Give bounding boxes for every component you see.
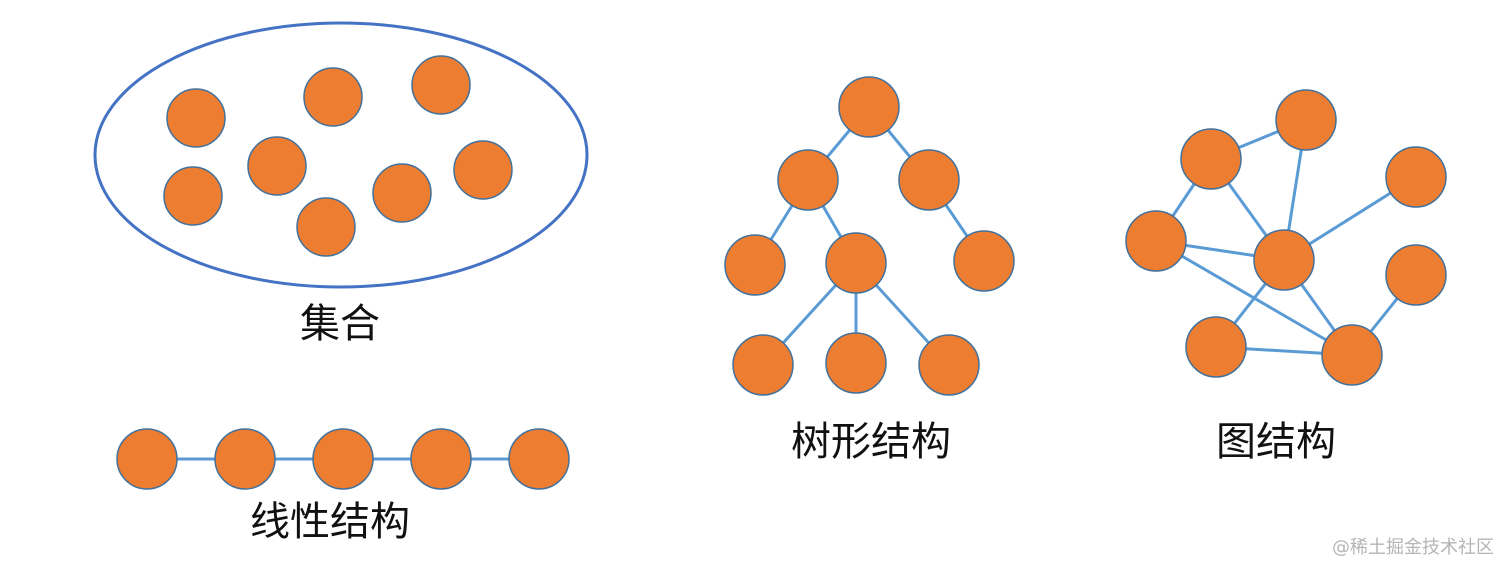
set-node	[296, 197, 356, 257]
graph-node	[1275, 89, 1337, 151]
set-node	[303, 67, 363, 127]
tree-node	[838, 76, 900, 138]
watermark-text: @稀土掘金技术社区	[1332, 537, 1494, 558]
graph-structure: 图结构	[1125, 89, 1447, 465]
tree-structure: 树形结构	[724, 76, 1015, 465]
set-node	[453, 140, 513, 200]
tree-node	[732, 334, 794, 396]
linear-node	[508, 428, 570, 490]
graph-node	[1385, 146, 1447, 208]
set-boundary-ellipse	[93, 21, 589, 289]
tree-node	[898, 149, 960, 211]
linear-node	[214, 428, 276, 490]
graph-node	[1185, 316, 1247, 378]
set-node	[372, 163, 432, 223]
set-structure: 集合	[93, 21, 589, 347]
linear-node	[116, 428, 178, 490]
set-node	[247, 136, 307, 196]
tree-node	[825, 232, 887, 294]
graph-node	[1321, 324, 1383, 386]
graph-node	[1125, 210, 1187, 272]
linear-structure: 线性结构	[116, 428, 570, 545]
linear-node	[410, 428, 472, 490]
tree-label: 树形结构	[791, 419, 951, 465]
tree-node	[777, 149, 839, 211]
linear-label: 线性结构	[250, 499, 410, 545]
set-node	[411, 55, 471, 115]
linear-node	[312, 428, 374, 490]
graph-label: 图结构	[1216, 419, 1336, 465]
set-node	[163, 166, 223, 226]
tree-node	[724, 234, 786, 296]
graph-node	[1180, 128, 1242, 190]
set-label: 集合	[300, 301, 380, 347]
tree-node	[825, 332, 887, 394]
graph-node	[1385, 244, 1447, 306]
graph-node	[1253, 229, 1315, 291]
set-node	[166, 88, 226, 148]
tree-node	[918, 334, 980, 396]
tree-node	[953, 230, 1015, 292]
